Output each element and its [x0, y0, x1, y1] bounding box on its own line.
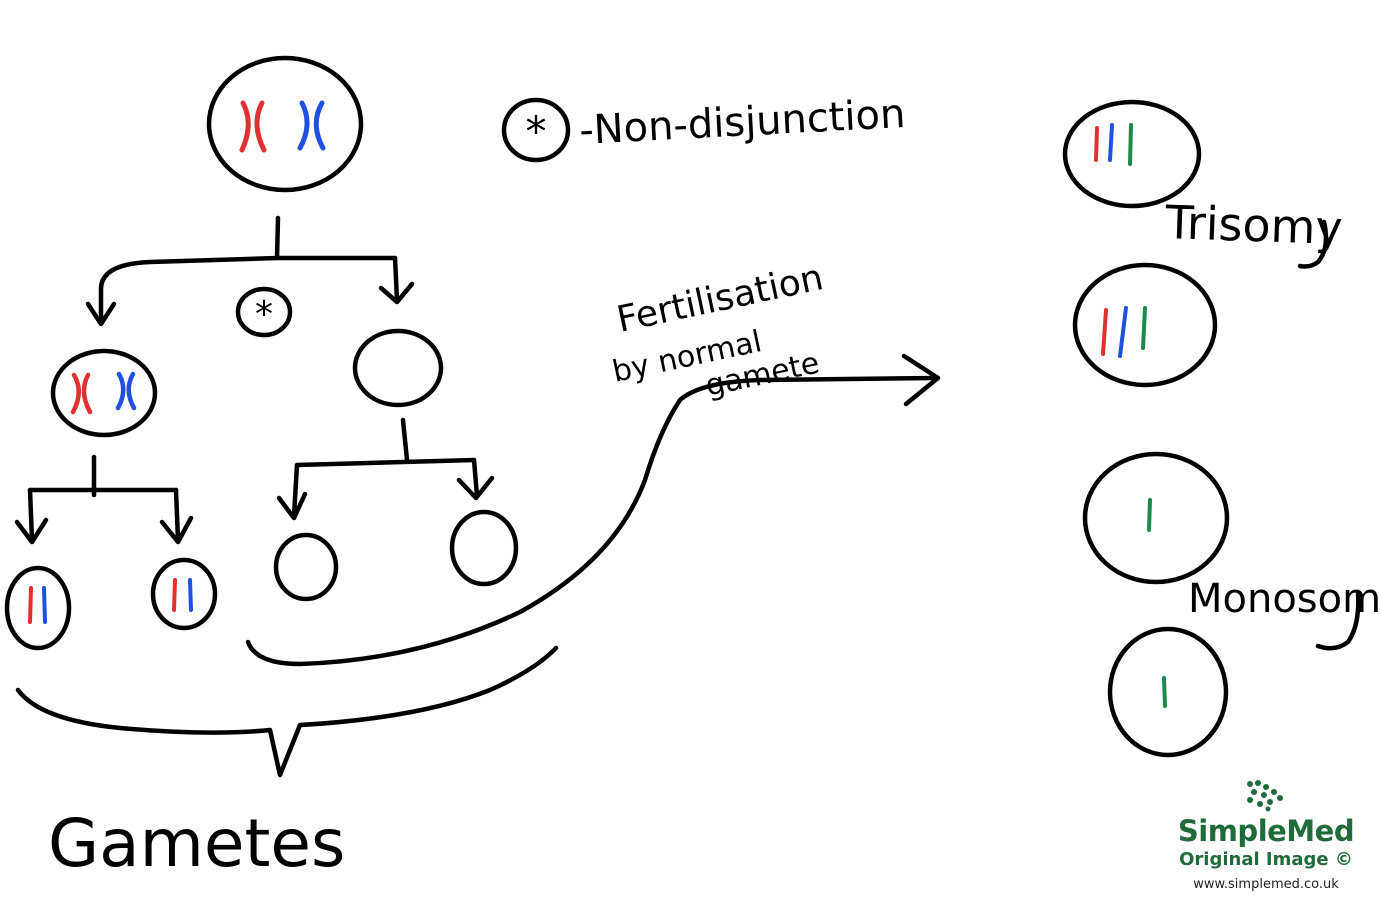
monosomy-zygote-2	[1107, 626, 1229, 758]
legend-symbol: *	[526, 107, 547, 156]
monosomy-label-group: Monosomy	[1188, 576, 1381, 651]
first-division-arrows	[85, 215, 415, 327]
fertilisation-arrow	[245, 353, 941, 667]
monosomy-label: Monosomy	[1188, 576, 1381, 622]
parent-cell	[206, 55, 364, 193]
trisomy-label: Trisomy	[1164, 195, 1344, 255]
trisomy-zygote-1	[1062, 99, 1202, 209]
logo-url: www.simplemed.co.uk	[1193, 877, 1339, 892]
nondisjunction-marker: *	[235, 286, 293, 338]
fertilisation-label-line1: Fertilisation	[613, 257, 827, 341]
logo-brand: SimpleMed	[1177, 814, 1355, 848]
logo-dots-icon	[1247, 780, 1283, 812]
right-daughter-cell	[352, 328, 444, 408]
simplemed-logo: SimpleMed Original Image © www.simplemed…	[1160, 778, 1372, 903]
monosomy-zygote-1	[1082, 451, 1230, 585]
gametes-label: Gametes	[48, 805, 345, 882]
chromosome-pair-blue-x	[297, 100, 326, 151]
legend-text: -Non-disjunction	[578, 91, 906, 154]
logo-subtitle: Original Image ©	[1179, 849, 1353, 870]
trisomy-zygote-2	[1072, 262, 1218, 388]
gamete-3	[273, 532, 339, 602]
gametes-brace	[15, 645, 559, 778]
nondisjunction-marker-symbol: *	[255, 294, 273, 335]
chromosome-pair-red-x	[239, 100, 267, 153]
chromosome-blue-x-small	[115, 371, 137, 411]
right-second-division-arrows	[276, 417, 495, 521]
legend: * -Non-disjunction	[501, 91, 906, 163]
trisomy-label-group: Trisomy	[1164, 195, 1344, 269]
gamete-2	[150, 557, 218, 631]
chromosome-red-x-small	[70, 372, 93, 415]
gamete-1	[4, 565, 72, 651]
left-daughter-cell	[50, 348, 158, 438]
left-second-division-arrows	[14, 454, 194, 545]
gamete-4	[449, 509, 519, 587]
